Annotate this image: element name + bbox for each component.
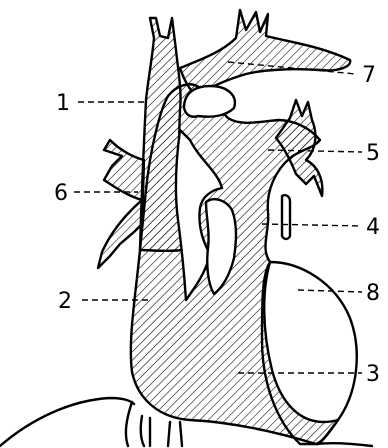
label-3: 3 xyxy=(366,362,380,387)
label-5: 5 xyxy=(366,141,380,166)
vessel-7 xyxy=(180,10,350,96)
vessel-5-branches xyxy=(276,100,322,196)
label-4: 4 xyxy=(366,215,380,240)
inner-gap-upper xyxy=(184,86,235,117)
vessel-6 xyxy=(98,140,144,268)
label-2: 2 xyxy=(58,289,72,314)
base-curve-right xyxy=(316,443,372,446)
vessel-4-stub xyxy=(282,195,290,239)
label-6: 6 xyxy=(54,181,68,206)
vessel-1 xyxy=(140,18,182,251)
base-curve-left xyxy=(0,398,134,446)
label-8: 8 xyxy=(366,281,380,306)
leader-4 xyxy=(262,224,362,226)
label-7: 7 xyxy=(362,63,376,88)
label-1: 1 xyxy=(56,91,70,116)
